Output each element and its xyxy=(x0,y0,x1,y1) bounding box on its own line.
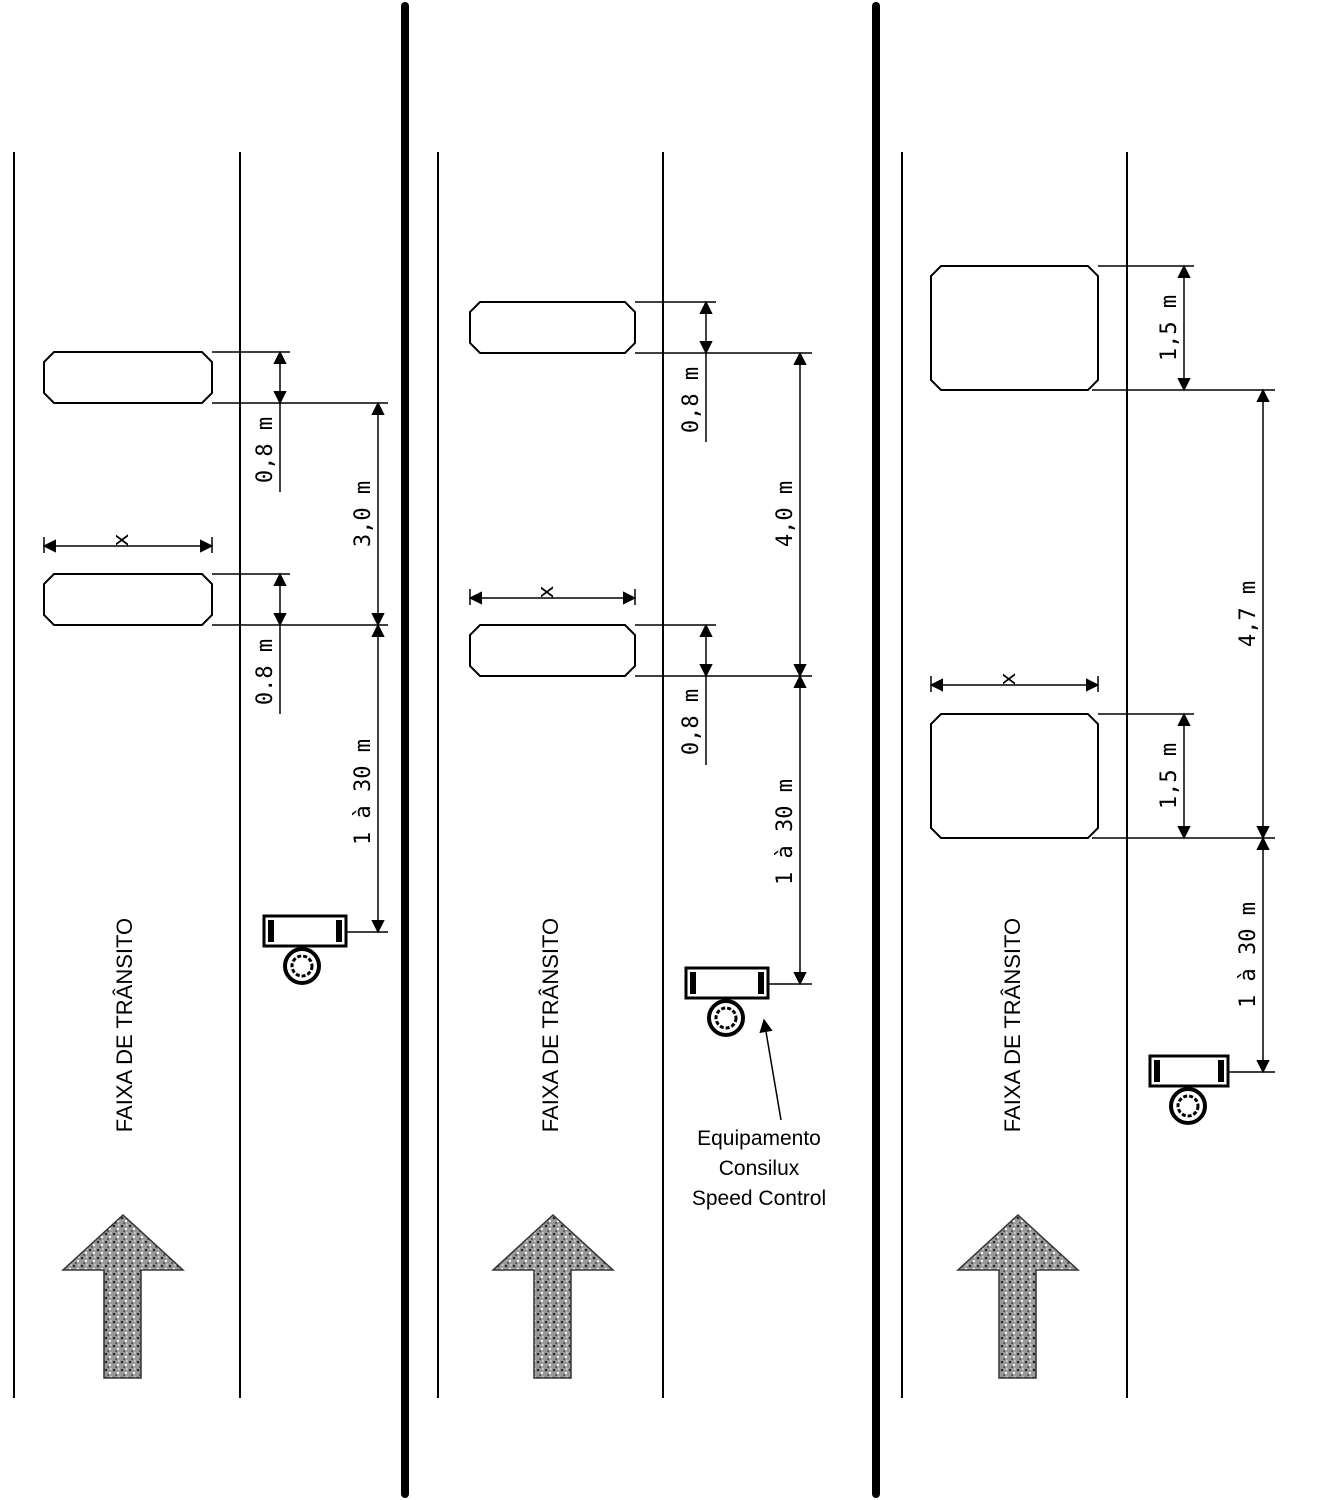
panel-3: x 1,5 m 1,5 m 4,7 m 1 à 30 m FAIXA DE TR… xyxy=(901,152,1275,1398)
up-arrow-icon xyxy=(491,1213,615,1379)
loop-length-label: 0,8 m xyxy=(679,689,704,755)
width-label: x xyxy=(996,672,1021,685)
loop-spacing-label: 3,0 m xyxy=(351,481,376,547)
inductive-loop xyxy=(930,713,1099,839)
loop-length-label: 1,5 m xyxy=(1157,743,1182,809)
callout-line-2: Consilux xyxy=(719,1157,800,1180)
inductive-loop xyxy=(43,573,213,626)
inductive-loop xyxy=(469,301,636,354)
panel-2: x 0,8 m 0,8 m 4,0 m 1 à 30 m Equipamento… xyxy=(437,152,826,1398)
panel-1: x 0,8 m 0.8 m 3,0 m 1 à 30 m FAIXA DE T xyxy=(13,152,388,1398)
width-label: x xyxy=(534,585,559,598)
loop-spacing-label: 4,0 m xyxy=(773,481,798,547)
inductive-loop xyxy=(43,351,213,404)
speed-sensor-icon xyxy=(1148,1054,1230,1125)
lane-label: FAIXA DE TRÂNSITO xyxy=(1000,918,1025,1132)
loop-spacing-label: 4,7 m xyxy=(1236,581,1261,647)
up-arrow-icon xyxy=(956,1213,1080,1379)
loop-length-label: 1,5 m xyxy=(1157,295,1182,361)
up-arrow-icon xyxy=(61,1213,185,1379)
callout-line-1: Equipamento xyxy=(697,1127,821,1150)
sensor-distance-label: 1 à 30 m xyxy=(1236,902,1261,1008)
sensor-distance-label: 1 à 30 m xyxy=(773,779,798,885)
loop-length-label: 0.8 m xyxy=(253,639,278,705)
speed-sensor-icon xyxy=(262,914,348,985)
inductive-loop xyxy=(469,624,636,677)
sensor-distance-label: 1 à 30 m xyxy=(351,739,376,845)
width-label: x xyxy=(109,533,134,546)
loop-length-label: 0,8 m xyxy=(679,367,704,433)
callout-line-3: Speed Control xyxy=(692,1187,826,1210)
inductive-loop xyxy=(930,265,1099,391)
loop-length-label: 0,8 m xyxy=(253,417,278,483)
lane-label: FAIXA DE TRÂNSITO xyxy=(112,918,137,1132)
speed-sensor-icon xyxy=(684,966,770,1037)
callout-leader xyxy=(759,1018,782,1121)
lane-label: FAIXA DE TRÂNSITO xyxy=(538,918,563,1132)
